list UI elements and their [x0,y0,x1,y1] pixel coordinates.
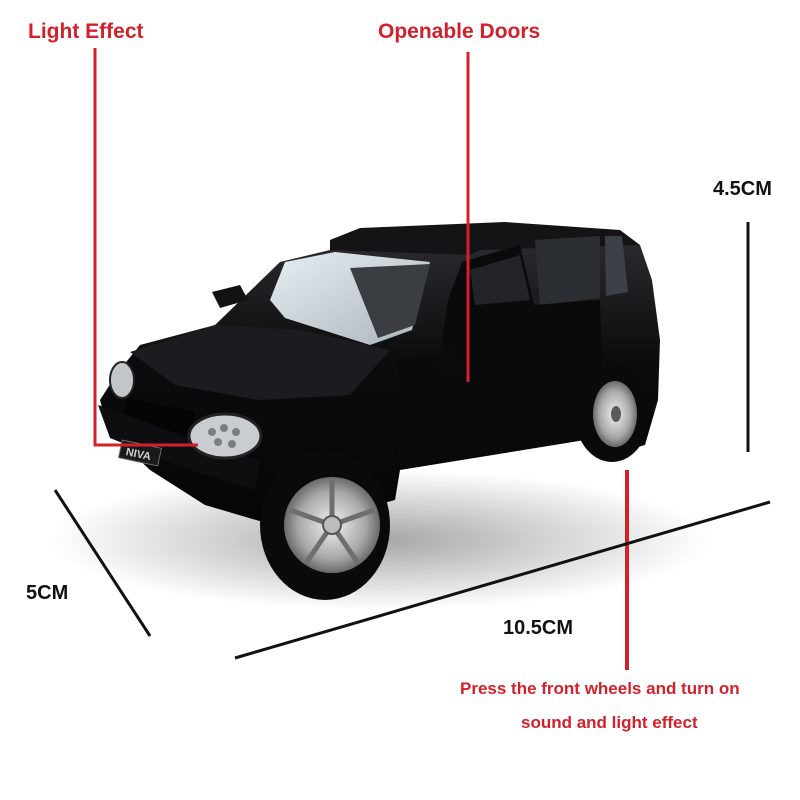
width-label: 5CM [26,582,69,604]
hood [130,325,390,400]
rear-wheel-hub [611,406,621,422]
open-door [395,245,602,468]
light-effect-label: Light Effect [28,20,144,43]
badge-text: NIVA [125,446,152,463]
length-dimension-line [234,500,771,660]
front-wheel-hub [322,515,342,535]
width-dimension-line [53,489,152,637]
headlight-led [228,440,236,448]
openable-doors-label: Openable Doors [378,20,541,43]
press-wheels-label-line2: sound and light effect [521,713,698,732]
side-mirror-right [432,348,462,378]
headlight-led [208,428,216,436]
front-bumper [98,405,260,490]
headlight-led [214,438,222,446]
side-mirror-left [212,285,248,308]
headlight-led [232,428,240,436]
headlight-right [187,412,263,460]
light-effect-callout-line [93,48,198,447]
headlight-led [220,424,228,432]
press-wheels-label-line1: Press the front wheels and turn on [460,679,740,698]
side-window-rear [535,236,600,305]
height-label: 4.5CM [713,178,772,200]
side-window-quarter [605,236,628,296]
headlight-left [109,361,135,399]
cabin-interior [350,264,430,338]
door-window-frame [470,255,530,305]
length-label: 10.5CM [503,617,574,639]
